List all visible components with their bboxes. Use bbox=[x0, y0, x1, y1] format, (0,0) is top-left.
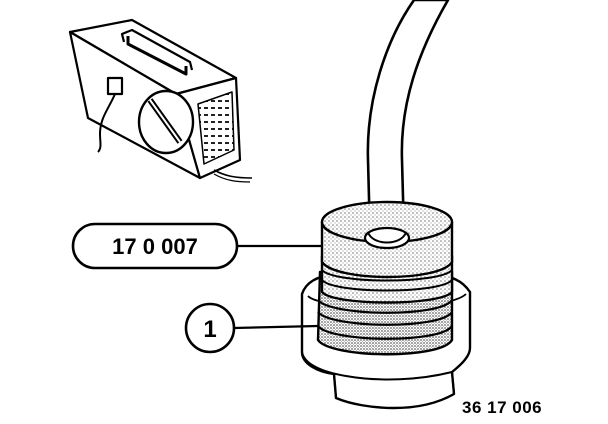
figure-id: 36 17 006 bbox=[462, 398, 543, 417]
adapter-fitting-icon bbox=[300, 200, 472, 410]
hose-icon bbox=[366, 0, 450, 238]
callout-tool-number: 17 0 007 bbox=[71, 222, 322, 270]
part-number-label: 1 bbox=[203, 316, 216, 343]
callout-part-number: 1 bbox=[184, 302, 319, 354]
pressure-tester-box-icon bbox=[68, 18, 253, 183]
tool-number-label: 17 0 007 bbox=[112, 234, 198, 259]
leader-line-part bbox=[233, 324, 319, 330]
